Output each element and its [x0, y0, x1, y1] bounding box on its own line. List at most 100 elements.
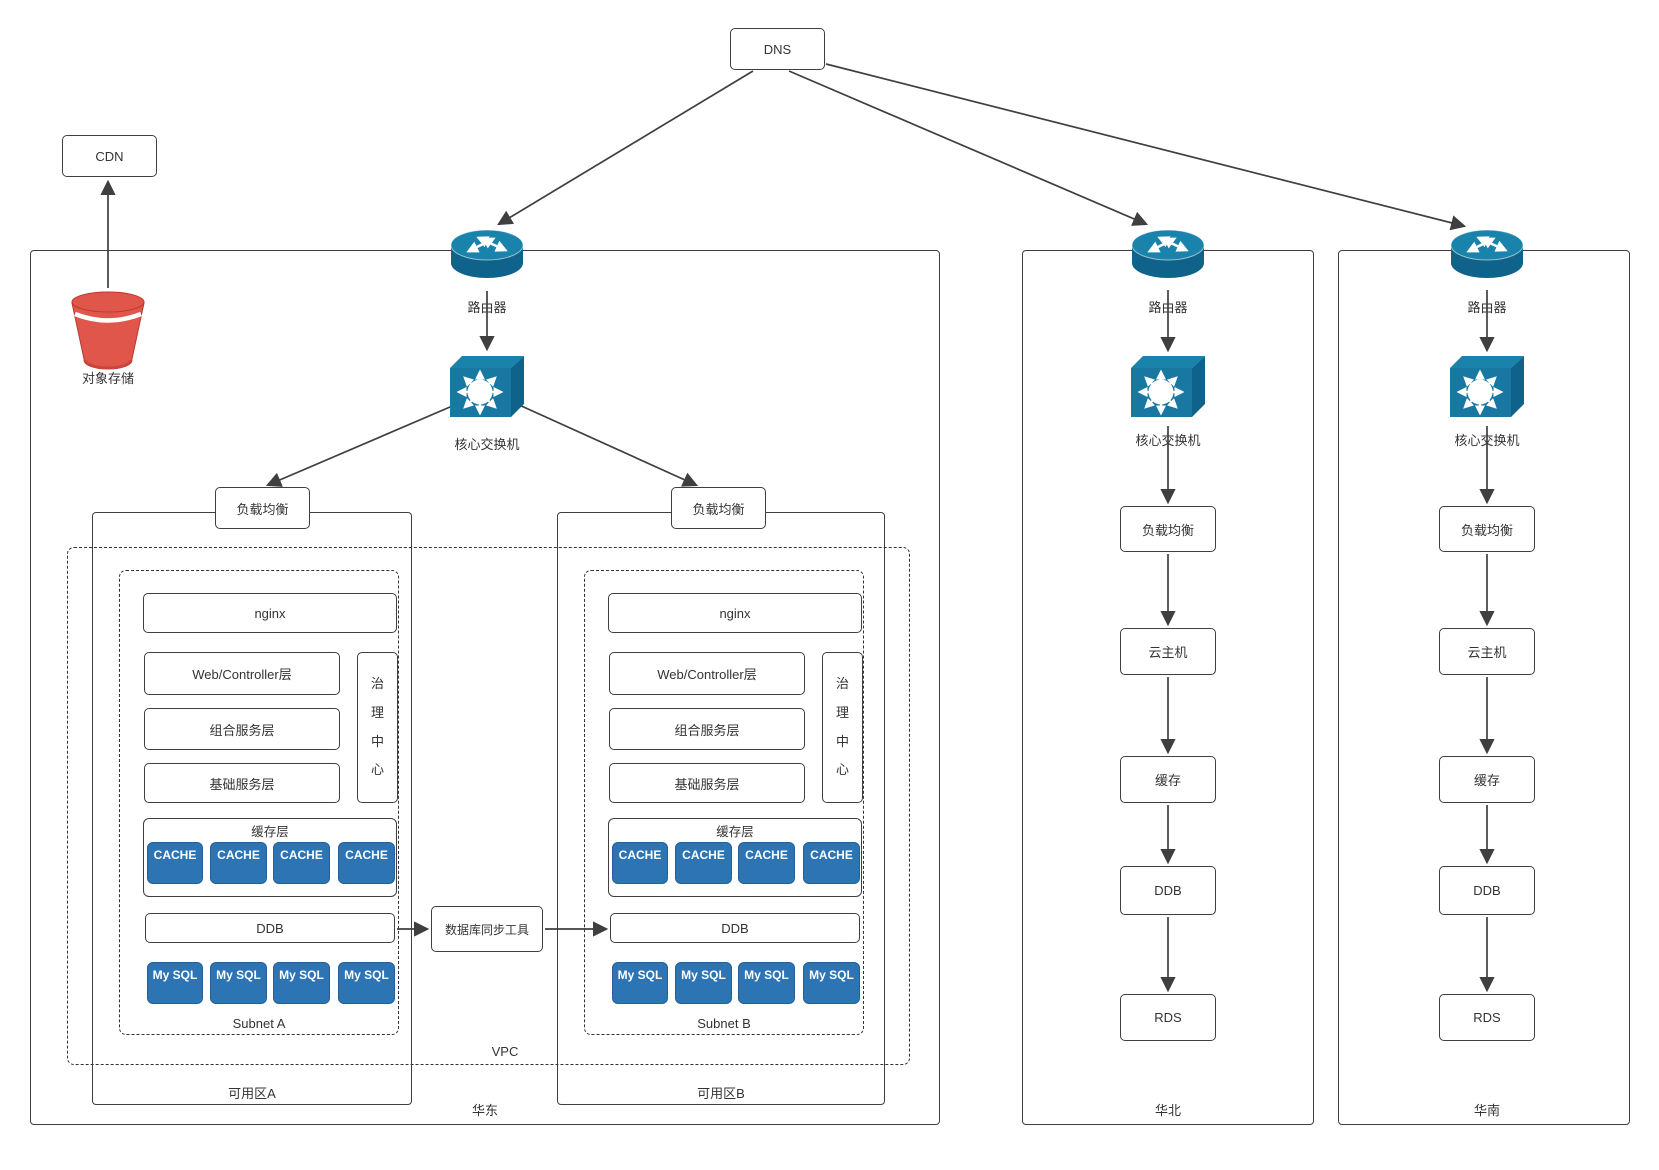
south-cloud-host-node[interactable]: 云主机 — [1439, 628, 1535, 675]
cache-node-label: CACHE — [345, 848, 388, 862]
composite-service-a-label: 组合服务层 — [209, 722, 275, 738]
cache-node-label: CACHE — [153, 848, 197, 862]
cache-node-label: CACHE — [618, 848, 662, 862]
load-balancer-b-node[interactable]: 负载均衡 — [671, 487, 766, 529]
web-controller-a-label: Web/Controller层 — [192, 667, 292, 682]
subnet-a-box[interactable] — [119, 570, 399, 1035]
load-balancer-a-node[interactable]: 负载均衡 — [215, 487, 310, 529]
cache-node[interactable]: CACHE — [675, 842, 732, 884]
north-cloud-host-node[interactable]: 云主机 — [1120, 628, 1216, 675]
subnet-a-label: Subnet A — [232, 1016, 286, 1031]
mysql-node[interactable]: My SQL — [210, 962, 267, 1004]
east-router-label: 路由器 — [467, 300, 507, 315]
web-controller-a-node[interactable]: Web/Controller层 — [144, 652, 340, 695]
south-cache-node[interactable]: 缓存 — [1439, 756, 1535, 803]
base-service-a-node[interactable]: 基础服务层 — [144, 763, 340, 803]
cache-layer-a-label: 缓存层 — [251, 825, 289, 839]
cache-layer-b-box[interactable] — [608, 818, 862, 897]
nginx-b-node[interactable]: nginx — [608, 593, 862, 633]
connector-dns-north — [788, 70, 1149, 226]
zone-a-label: 可用区A — [228, 1086, 276, 1101]
cache-node-label: CACHE — [682, 848, 725, 862]
south-ddb-label: DDB — [1473, 883, 1501, 898]
cache-layer-b-label: 缓存层 — [716, 825, 754, 839]
zone-b-label: 可用区B — [697, 1086, 745, 1101]
mysql-node-label: My SQL — [809, 968, 854, 982]
mysql-node[interactable]: My SQL — [147, 962, 203, 1004]
db-sync-tool-node[interactable]: 数据库同步工具 — [431, 906, 543, 952]
cache-node[interactable]: CACHE — [612, 842, 668, 884]
mysql-node[interactable]: My SQL — [338, 962, 395, 1004]
ddb-a-node[interactable]: DDB — [145, 913, 395, 943]
cache-node[interactable]: CACHE — [273, 842, 330, 884]
mysql-node[interactable]: My SQL — [738, 962, 795, 1004]
mysql-node[interactable]: My SQL — [612, 962, 668, 1004]
mysql-node-label: My SQL — [681, 968, 726, 982]
subnet-b-label: Subnet B — [697, 1016, 751, 1031]
south-load-balancer-label: 负载均衡 — [1460, 522, 1513, 538]
north-rds-node[interactable]: RDS — [1120, 994, 1216, 1041]
governance-center-b-label: 治理中心 — [835, 676, 849, 778]
north-load-balancer-label: 负载均衡 — [1141, 522, 1194, 538]
cdn-node[interactable]: CDN — [62, 135, 157, 177]
south-rds-node[interactable]: RDS — [1439, 994, 1535, 1041]
mysql-node-label: My SQL — [152, 968, 198, 982]
cache-node[interactable]: CACHE — [338, 842, 395, 884]
governance-center-a-label: 治理中心 — [370, 676, 384, 778]
connector-dns-east — [497, 70, 754, 226]
mysql-node-label: My SQL — [279, 968, 324, 982]
north-cache-label: 缓存 — [1154, 773, 1181, 788]
cdn-label: CDN — [95, 148, 124, 164]
north-core-switch-label: 核心交换机 — [1135, 433, 1201, 448]
db-sync-tool-label: 数据库同步工具 — [444, 922, 529, 937]
vpc-box[interactable] — [67, 547, 910, 1065]
mysql-node-label: My SQL — [617, 968, 663, 982]
north-ddb-label: DDB — [1154, 883, 1182, 898]
base-service-b-node[interactable]: 基础服务层 — [609, 763, 805, 803]
object-storage-label: 对象存储 — [81, 371, 135, 386]
cache-node[interactable]: CACHE — [738, 842, 795, 884]
region-south-label: 华南 — [1473, 1103, 1501, 1118]
dns-node[interactable]: DNS — [730, 28, 825, 70]
mysql-node[interactable]: My SQL — [675, 962, 732, 1004]
south-load-balancer-node[interactable]: 负载均衡 — [1439, 506, 1535, 552]
south-cache-label: 缓存 — [1473, 773, 1500, 788]
south-core-switch-label: 核心交换机 — [1454, 433, 1520, 448]
cache-node[interactable]: CACHE — [803, 842, 860, 884]
north-ddb-node[interactable]: DDB — [1120, 866, 1216, 915]
south-rds-label: RDS — [1473, 1010, 1501, 1025]
base-service-a-label: 基础服务层 — [209, 776, 275, 792]
ddb-b-label: DDB — [721, 920, 749, 936]
load-balancer-b-label: 负载均衡 — [692, 501, 745, 517]
mysql-node[interactable]: My SQL — [803, 962, 860, 1004]
nginx-b-label: nginx — [719, 605, 751, 621]
mysql-node-label: My SQL — [344, 968, 389, 982]
region-east-label: 华东 — [471, 1103, 499, 1118]
vpc-label: VPC — [491, 1044, 519, 1059]
ddb-a-label: DDB — [256, 920, 284, 936]
nginx-a-node[interactable]: nginx — [143, 593, 397, 633]
governance-center-a-node[interactable]: 治理中心 — [357, 652, 398, 803]
base-service-b-label: 基础服务层 — [674, 776, 740, 792]
dns-label: DNS — [763, 41, 792, 57]
mysql-node[interactable]: My SQL — [273, 962, 330, 1004]
composite-service-a-node[interactable]: 组合服务层 — [144, 708, 340, 750]
web-controller-b-label: Web/Controller层 — [657, 667, 757, 682]
web-controller-b-node[interactable]: Web/Controller层 — [609, 652, 805, 695]
cache-layer-a-box[interactable] — [143, 818, 397, 897]
cache-node[interactable]: CACHE — [210, 842, 267, 884]
load-balancer-a-label: 负载均衡 — [236, 501, 289, 517]
cache-node[interactable]: CACHE — [147, 842, 203, 884]
governance-center-b-node[interactable]: 治理中心 — [822, 652, 863, 803]
north-load-balancer-node[interactable]: 负载均衡 — [1120, 506, 1216, 552]
mysql-node-label: My SQL — [216, 968, 261, 982]
subnet-b-box[interactable] — [584, 570, 864, 1035]
north-cache-node[interactable]: 缓存 — [1120, 756, 1216, 803]
region-north-label: 华北 — [1154, 1103, 1182, 1118]
ddb-b-node[interactable]: DDB — [610, 913, 860, 943]
north-cloud-host-label: 云主机 — [1148, 645, 1188, 660]
east-core-switch-label: 核心交换机 — [454, 437, 520, 452]
south-ddb-node[interactable]: DDB — [1439, 866, 1535, 915]
composite-service-b-node[interactable]: 组合服务层 — [609, 708, 805, 750]
